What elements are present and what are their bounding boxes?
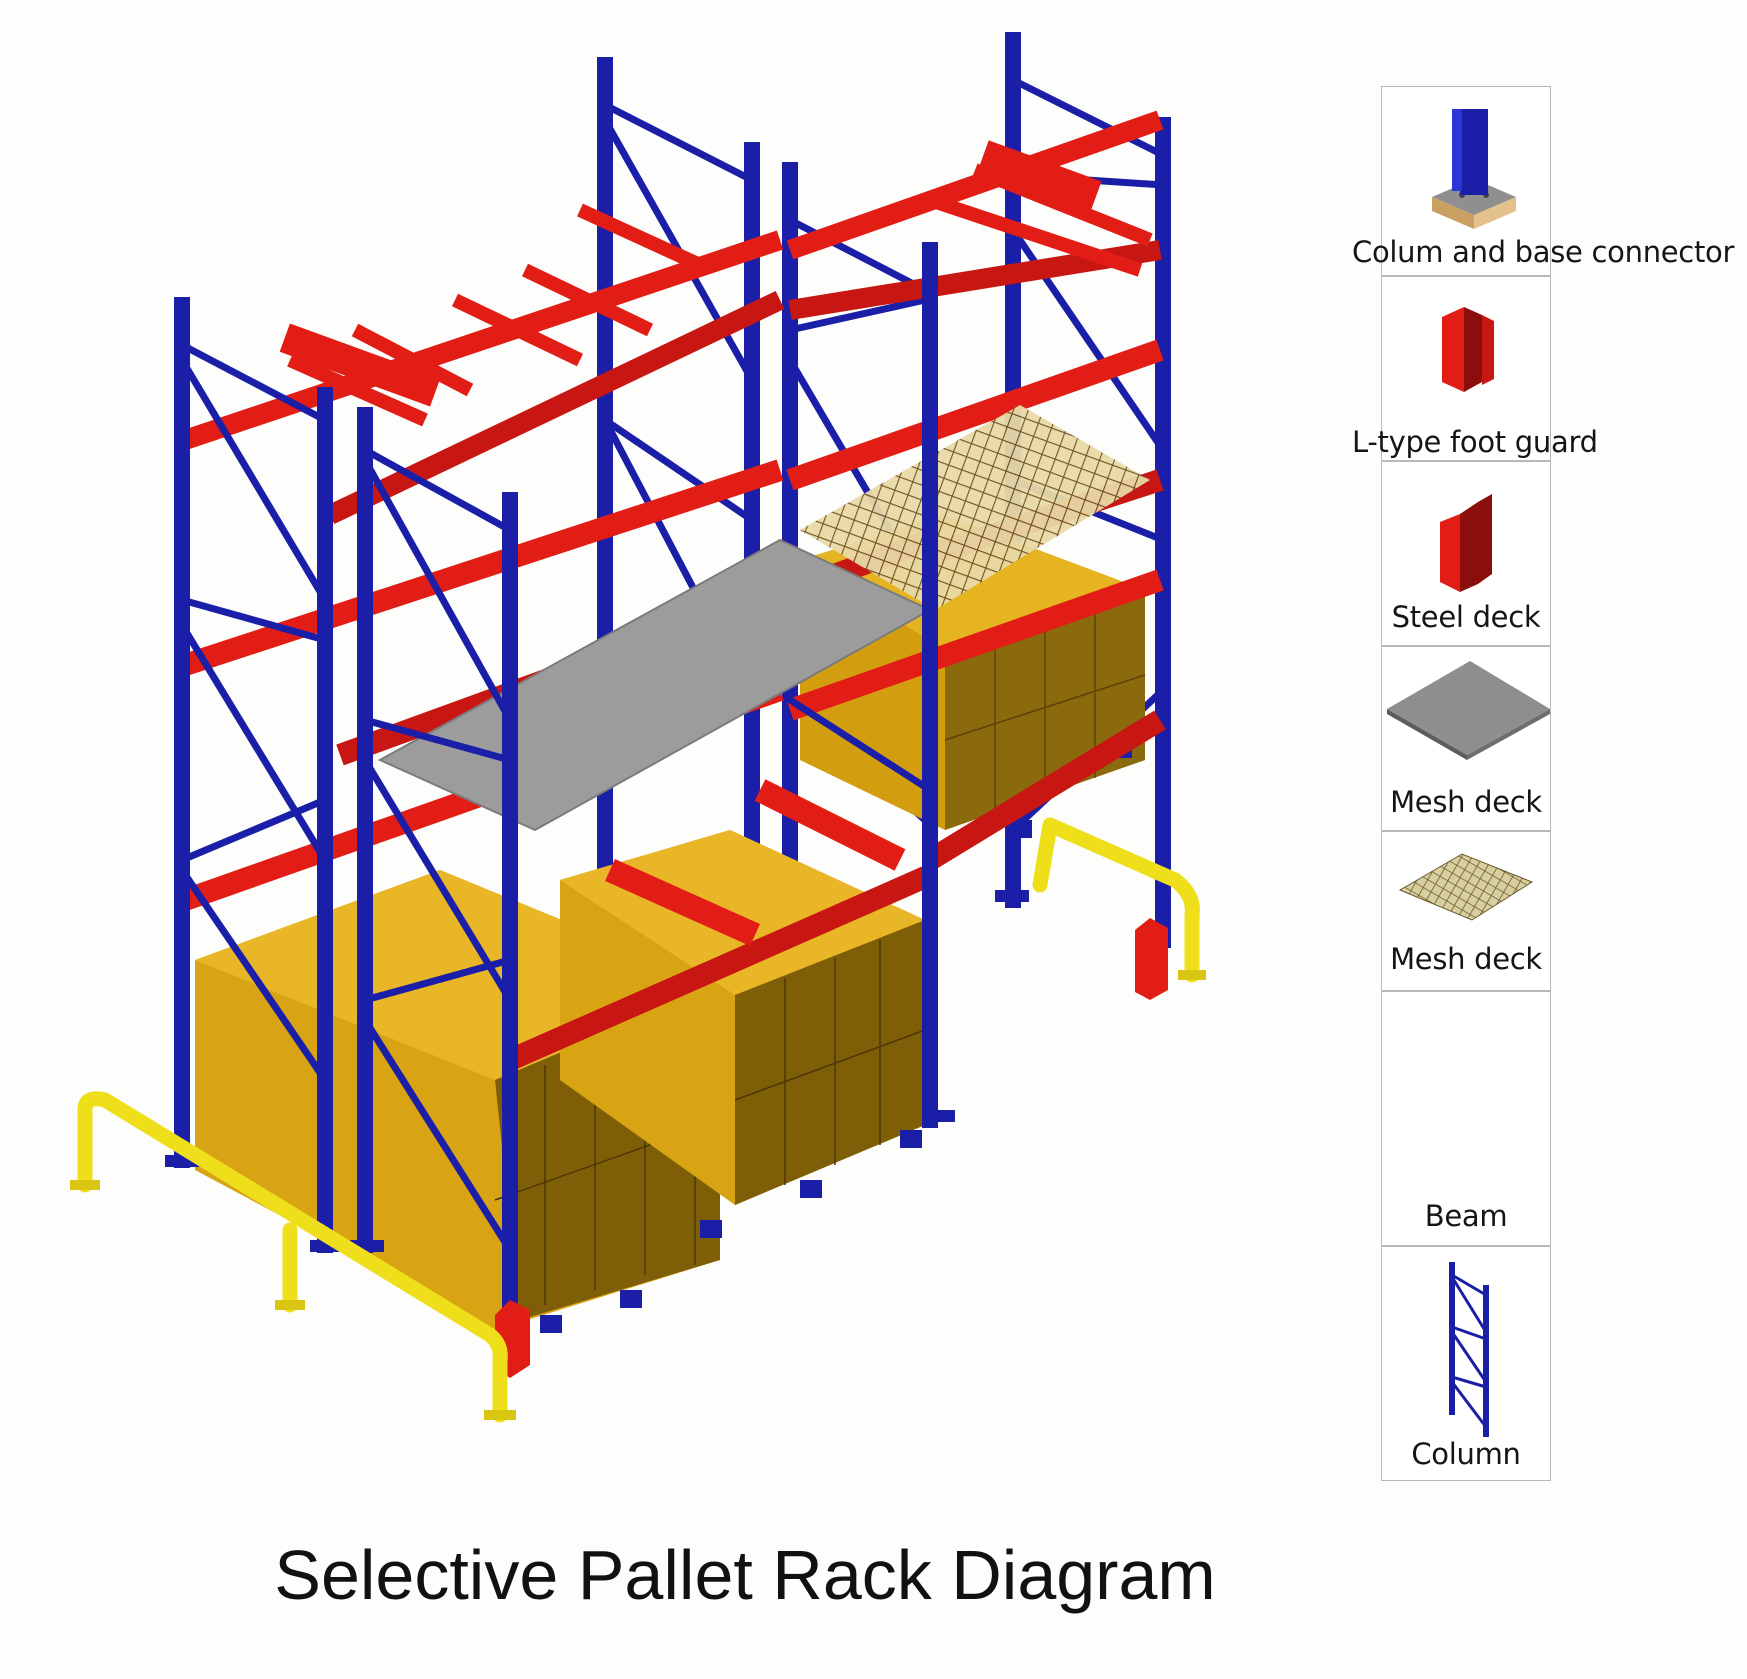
steel-plate-icon [1387, 661, 1550, 760]
legend-item-column-base-connector: Colum and base connector [1352, 86, 1734, 276]
column-base-connector-icon [1432, 109, 1516, 229]
wire-mesh-deck-panel [800, 405, 1150, 610]
legend-label: Steel deck [1391, 600, 1541, 634]
legend-item-wire-mesh: Mesh deck [1381, 831, 1551, 991]
legend-label: Mesh deck [1390, 785, 1542, 819]
legend-item-foot-guard: L-type foot guard [1352, 276, 1598, 461]
legend-item-column: Column [1381, 1246, 1551, 1481]
diagram-title: Selective Pallet Rack Diagram [274, 1536, 1216, 1614]
pallet-load-bottom-right [560, 830, 926, 1205]
legend-label: Mesh deck [1390, 942, 1542, 976]
guard-rail-feet [70, 970, 1206, 1420]
wire-mesh-icon [1398, 853, 1534, 921]
legend-item-steel-deck: Steel deck [1381, 461, 1551, 646]
front-upright-frames [174, 242, 938, 1328]
foot-guard-icon [1442, 307, 1494, 392]
pallet-bases [540, 740, 1132, 1333]
legend-item-beam: Beam [1381, 991, 1551, 1246]
legend-label: Column [1411, 1437, 1521, 1471]
legend-label: L-type foot guard [1352, 425, 1598, 459]
legend-label: Beam [1424, 1199, 1508, 1233]
column-frame-icon [1449, 1262, 1489, 1437]
steel-deck-guard-icon [1440, 494, 1492, 592]
legend-item-steel-plate: Mesh deck [1381, 646, 1551, 831]
guard-rails [77, 817, 1200, 1423]
legend-label: Colum and base connector [1352, 235, 1735, 269]
